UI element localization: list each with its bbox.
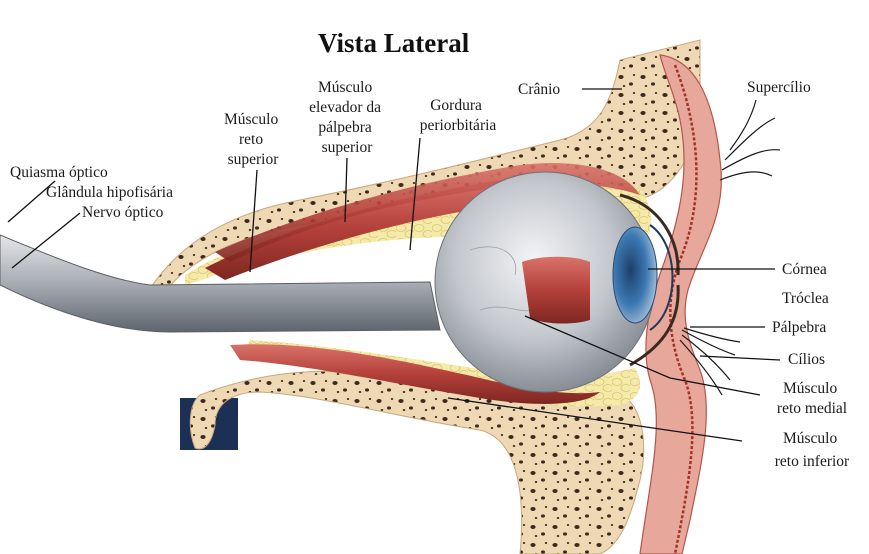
label-cranio: Crânio	[518, 81, 560, 98]
medial-rectus-muscle	[522, 257, 590, 324]
cornea-iris	[613, 227, 657, 323]
label-troclea: Tróclea	[782, 290, 829, 307]
eyebrow-hairs	[720, 100, 780, 180]
label-gordura: Gordura periorbitária	[420, 97, 497, 134]
leader-cilios	[700, 356, 780, 360]
label-palpebra: Pálpebra	[772, 319, 826, 336]
diagram-title: Vista Lateral	[318, 28, 470, 58]
label-elevador: Músculo elevador da pálpebra superior	[309, 79, 385, 156]
label-reto-inferior: Músculo reto inferior	[775, 430, 850, 470]
label-reto-medial: Músculo reto medial	[777, 380, 847, 417]
label-cilios: Cílios	[788, 351, 825, 368]
label-glandula: Glândula hipofisária	[46, 184, 173, 201]
label-supercilio: Supercílio	[747, 79, 811, 96]
label-reto-superior: Músculo reto superior	[224, 111, 282, 168]
label-quiasma: Quiasma óptico	[10, 164, 108, 181]
leader-quiasma	[8, 181, 55, 222]
label-nervo: Nervo óptico	[82, 204, 164, 221]
label-cornea: Córnea	[782, 261, 827, 278]
